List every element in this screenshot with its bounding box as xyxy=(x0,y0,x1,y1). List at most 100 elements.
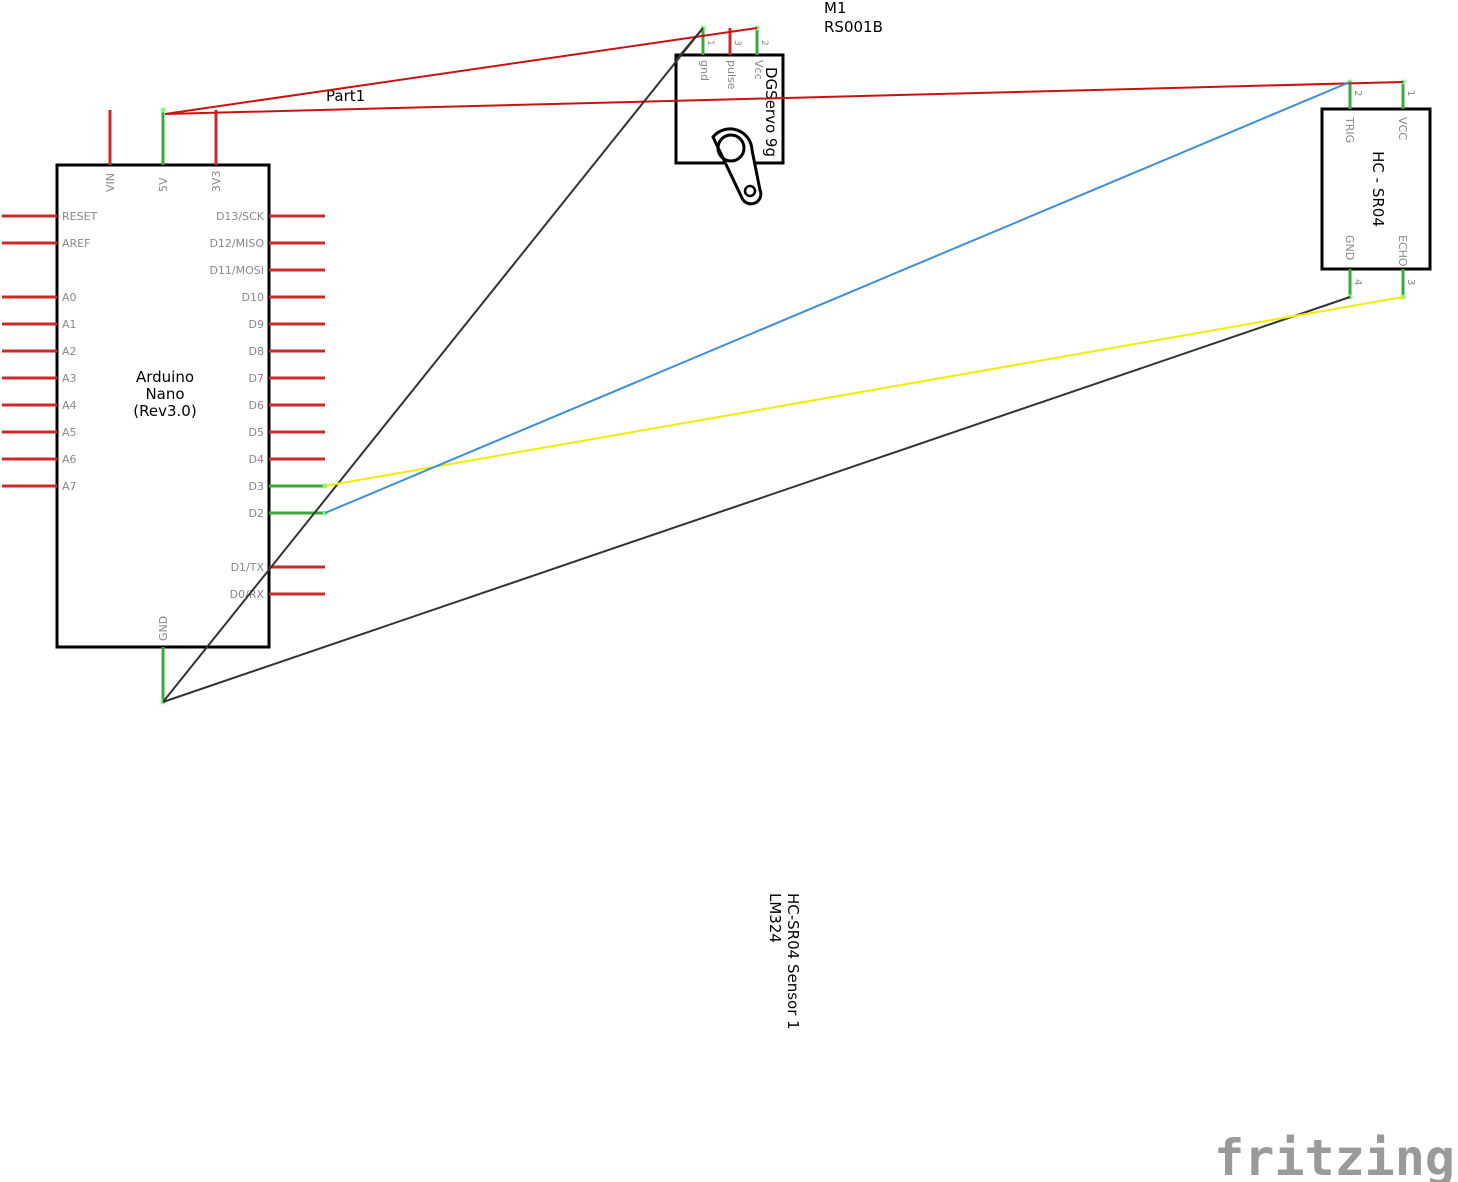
arduino-pin-a2[interactable]: A2 xyxy=(2,345,77,358)
pin-label: pulse xyxy=(725,60,738,90)
pin-label: A2 xyxy=(62,345,77,358)
pin-label: D12/MISO xyxy=(209,237,264,250)
pin-label: A0 xyxy=(62,291,77,304)
arduino-pin-a1[interactable]: A1 xyxy=(2,318,77,331)
pin-label: 3V3 xyxy=(210,170,223,192)
pin-label: gnd xyxy=(698,60,711,81)
arduino-pin-aref[interactable]: AREF xyxy=(2,237,90,250)
arduino-pin-d11-mosi[interactable]: D11/MOSI xyxy=(209,264,325,277)
arduino-pin-d1-tx[interactable]: D1/TX xyxy=(231,561,325,574)
sensor-part-label: HC-SR04 Sensor 1 LM324 xyxy=(766,893,802,1030)
arduino-pin-d5[interactable]: D5 xyxy=(249,426,325,439)
arduino-pin-a4[interactable]: A4 xyxy=(2,399,77,412)
pin-label: A3 xyxy=(62,372,77,385)
pin-label: A1 xyxy=(62,318,77,331)
arduino-pin-a6[interactable]: A6 xyxy=(2,453,77,466)
wire-d2-trig[interactable] xyxy=(324,81,1351,514)
sensor-pin-gnd[interactable]: GND 4 xyxy=(1343,235,1363,300)
arduino-pin-a5[interactable]: A5 xyxy=(2,426,77,439)
wire-5v-sensor-vcc[interactable] xyxy=(164,81,1404,115)
servo-model: RS001B xyxy=(824,18,883,36)
arduino-pin-3v3[interactable]: 3V3 xyxy=(210,110,223,192)
servo-pin-vcc[interactable]: Vcc 2 xyxy=(752,25,769,80)
arduino-pin-a7[interactable]: A7 xyxy=(2,480,77,493)
arduino-pin-d8[interactable]: D8 xyxy=(249,345,325,358)
servo-horn-icon xyxy=(711,127,763,206)
hc-sr04-part[interactable]: HC - SR04 xyxy=(1320,107,1432,271)
pin-label: D1/TX xyxy=(231,561,265,574)
pin-label: D0/RX xyxy=(230,588,265,601)
pin-number: 2 xyxy=(1352,90,1363,96)
arduino-pin-d12-miso[interactable]: D12/MISO xyxy=(209,237,325,250)
pin-label: D9 xyxy=(249,318,264,331)
arduino-pin-d4[interactable]: D4 xyxy=(249,453,325,466)
pin-label: D5 xyxy=(249,426,264,439)
sensor-pin-echo[interactable]: ECHO 3 xyxy=(1396,235,1416,300)
arduino-pin-d10[interactable]: D10 xyxy=(242,291,325,304)
arduino-pin-d7[interactable]: D7 xyxy=(249,372,325,385)
sensor-body xyxy=(1320,107,1432,271)
pin-number: 1 xyxy=(705,40,715,46)
pin-label: GND xyxy=(157,616,170,641)
arduino-title-3: (Rev3.0) xyxy=(133,402,196,420)
pin-label: D13/SCK xyxy=(216,210,265,223)
pin-number: 3 xyxy=(1405,279,1416,285)
pin-endpoint[interactable] xyxy=(160,107,166,113)
wire-gnd-servo[interactable] xyxy=(162,27,704,703)
servo-pin-pulse[interactable]: pulse 3 xyxy=(725,28,742,90)
arduino-title-2: Nano xyxy=(145,385,184,403)
servo-part[interactable]: M1 RS001B DGServo 9g xyxy=(674,0,883,206)
servo-title: DGServo 9g xyxy=(762,67,780,157)
sensor-part-label-1: HC-SR04 Sensor 1 xyxy=(784,893,802,1030)
wire-gnd-sensor[interactable] xyxy=(162,296,1351,703)
sensor-pin-trig[interactable]: TRIG 2 xyxy=(1343,79,1363,144)
pin-number: 2 xyxy=(759,40,769,46)
arduino-pin-5v[interactable]: 5V xyxy=(157,107,170,193)
pin-label: D2 xyxy=(249,507,264,520)
wire-5v-servo-vcc[interactable] xyxy=(164,27,758,115)
wires xyxy=(162,27,1404,703)
pin-label: A4 xyxy=(62,399,77,412)
arduino-pin-d6[interactable]: D6 xyxy=(249,399,325,412)
arduino-pin-a3[interactable]: A3 xyxy=(2,372,77,385)
pin-label: RESET xyxy=(62,210,98,223)
pin-label: D4 xyxy=(249,453,264,466)
arduino-pin-d13-sck[interactable]: D13/SCK xyxy=(216,210,325,223)
arduino-pin-d3[interactable]: D3 xyxy=(249,480,328,493)
arduino-part-label: Part1 xyxy=(326,87,365,105)
sensor-part-label-2: LM324 xyxy=(766,893,784,943)
pin-label: TRIG xyxy=(1343,116,1356,143)
fritzing-logo: fritzing xyxy=(1214,1129,1455,1182)
arduino-title-1: Arduino xyxy=(136,368,194,386)
arduino-pin-vin[interactable]: VIN xyxy=(104,110,117,192)
arduino-pin-gnd[interactable]: GND xyxy=(157,616,170,705)
pin-number: 3 xyxy=(732,40,742,46)
pin-label: D11/MOSI xyxy=(209,264,264,277)
pin-label: D8 xyxy=(249,345,264,358)
pin-label: VIN xyxy=(104,173,117,192)
sensor-title: HC - SR04 xyxy=(1369,151,1387,227)
pin-label: GND xyxy=(1343,235,1356,260)
pin-label: D6 xyxy=(249,399,264,412)
pin-label: A5 xyxy=(62,426,77,439)
pin-label: A7 xyxy=(62,480,77,493)
pin-number: 4 xyxy=(1352,279,1363,285)
pin-label: A6 xyxy=(62,453,77,466)
pin-label: Vcc xyxy=(752,60,765,80)
arduino-pin-reset[interactable]: RESET xyxy=(2,210,98,223)
arduino-pin-d2[interactable]: D2 xyxy=(249,507,328,520)
pin-label: AREF xyxy=(62,237,90,250)
arduino-pin-a0[interactable]: A0 xyxy=(2,291,77,304)
servo-pin-gnd[interactable]: gnd 1 xyxy=(698,25,715,81)
pin-label: ECHO xyxy=(1396,235,1409,267)
arduino-pin-d0-rx[interactable]: D0/RX xyxy=(230,588,325,601)
arduino-pin-d9[interactable]: D9 xyxy=(249,318,325,331)
wire-d3-echo[interactable] xyxy=(324,296,1404,487)
pin-label: 5V xyxy=(157,177,170,192)
wire-gnd-stub[interactable] xyxy=(675,27,704,61)
pin-label: VCC xyxy=(1396,117,1409,140)
pin-label: D7 xyxy=(249,372,264,385)
